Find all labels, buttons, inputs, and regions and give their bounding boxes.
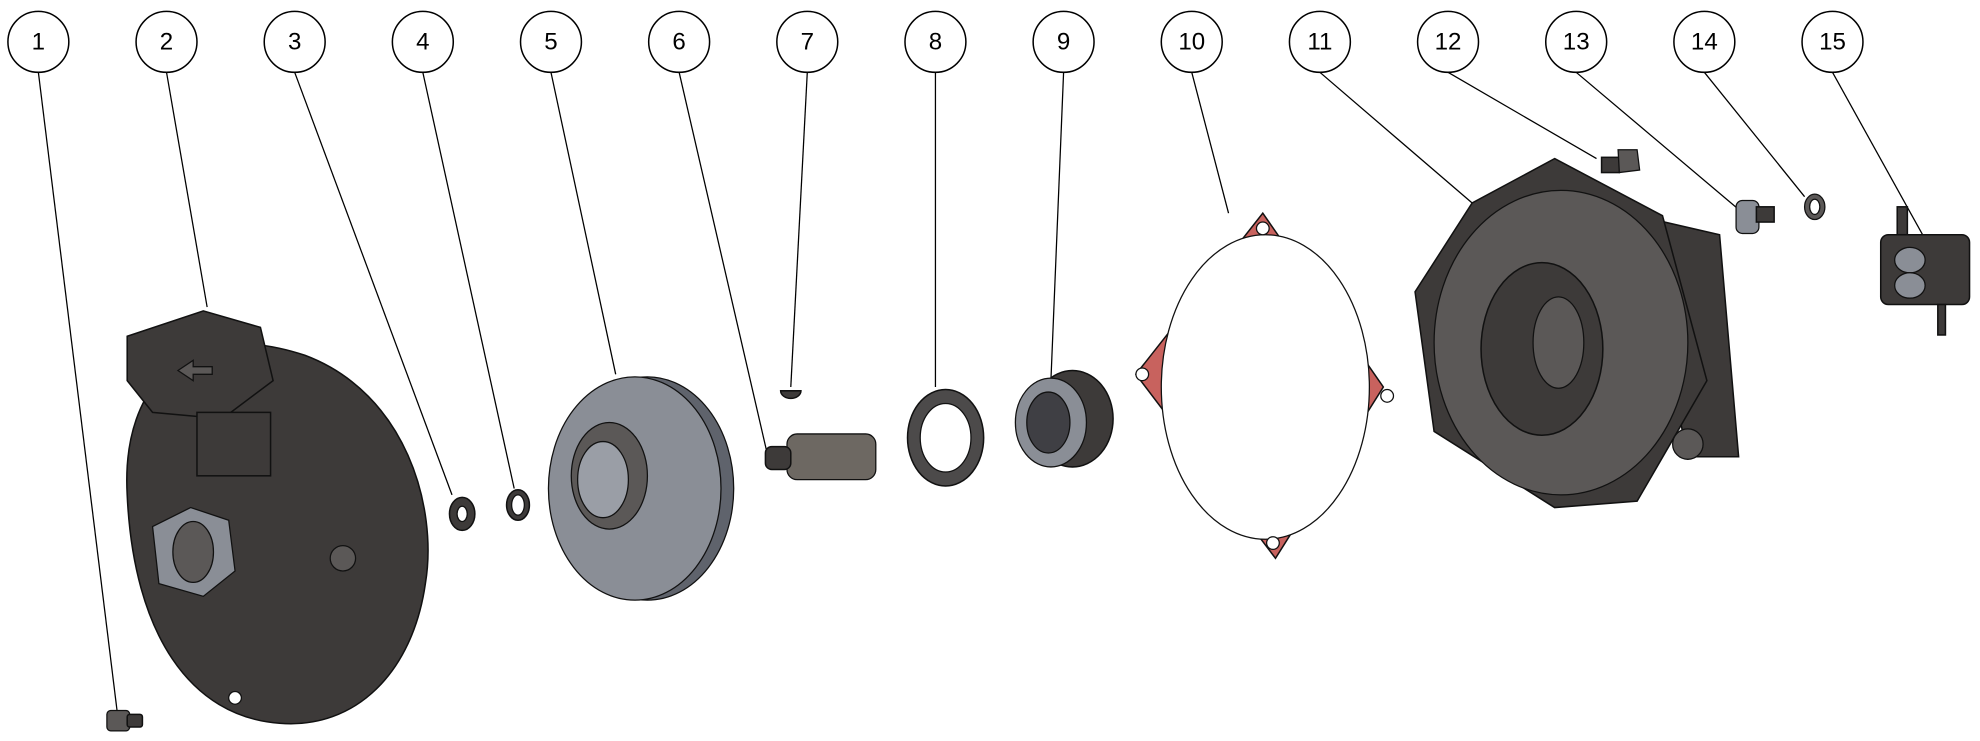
balloon-11: 11: [1288, 10, 1352, 74]
part-7-key: [779, 390, 802, 400]
balloon-6: 6: [647, 10, 711, 74]
balloon-1: 1: [7, 10, 70, 74]
leader-line-12: [1447, 71, 1597, 160]
balloon-label: 2: [160, 28, 173, 55]
part-6-shaft-sleeve: [764, 433, 877, 481]
balloon-5: 5: [519, 10, 583, 74]
part-1-drain-plug: [106, 709, 144, 732]
leader-line-10: [1191, 72, 1230, 214]
part-5-impeller: [547, 376, 735, 601]
leader-line-9: [1050, 72, 1065, 381]
balloon-7: 7: [776, 10, 839, 74]
balloon-14: 14: [1673, 10, 1736, 74]
balloon-label: 12: [1435, 28, 1462, 55]
balloon-10: 10: [1160, 10, 1223, 74]
balloon-4: 4: [391, 10, 455, 74]
balloon-label: 1: [32, 28, 45, 55]
balloon-label: 11: [1307, 28, 1332, 55]
balloon-8: 8: [904, 10, 967, 74]
leader-lines: [37, 71, 1924, 711]
part-12-bolt: [1600, 149, 1641, 174]
leader-line-1: [37, 72, 118, 711]
part-4-washer: [505, 489, 531, 521]
leader-line-4: [422, 72, 515, 489]
part-8-washer: [906, 388, 985, 487]
part-2-pump-casing: [126, 310, 429, 725]
part-3-nut: [448, 496, 476, 532]
balloon-label: 6: [672, 28, 685, 55]
leader-line-5: [550, 72, 617, 375]
leader-line-2: [165, 72, 208, 308]
part-11-adapter: [1414, 157, 1740, 509]
leader-line-6: [678, 72, 769, 457]
balloon-9: 9: [1032, 10, 1095, 74]
balloon-label: 9: [1057, 28, 1070, 55]
leader-line-13: [1575, 71, 1740, 210]
balloon-label: 7: [801, 28, 814, 55]
balloon-13: 13: [1544, 10, 1608, 74]
balloon-2: 2: [135, 10, 198, 74]
balloon-label: 5: [544, 28, 557, 55]
leader-line-3: [294, 72, 453, 496]
balloon-3: 3: [263, 10, 326, 74]
leader-line-11: [1319, 71, 1473, 204]
part-10-gasket: [1134, 211, 1395, 560]
part-15-clamp: [1879, 206, 1971, 336]
part-14-washer: [1803, 193, 1826, 221]
leader-line-15: [1831, 72, 1924, 236]
balloon-label: 13: [1563, 28, 1590, 55]
balloon-15: 15: [1801, 10, 1864, 74]
balloon-label: 8: [929, 28, 942, 55]
balloon-label: 3: [288, 28, 301, 55]
balloon-label: 14: [1691, 28, 1718, 55]
leader-line-14: [1703, 71, 1806, 198]
balloon-12: 12: [1416, 10, 1480, 74]
leader-line-7: [790, 72, 808, 388]
part-9-mechanical-seal: [1014, 369, 1114, 468]
part-13-bolt: [1735, 199, 1775, 235]
balloon-label: 15: [1819, 28, 1846, 55]
balloon-label: 4: [416, 28, 429, 55]
balloon-label: 10: [1178, 28, 1205, 55]
